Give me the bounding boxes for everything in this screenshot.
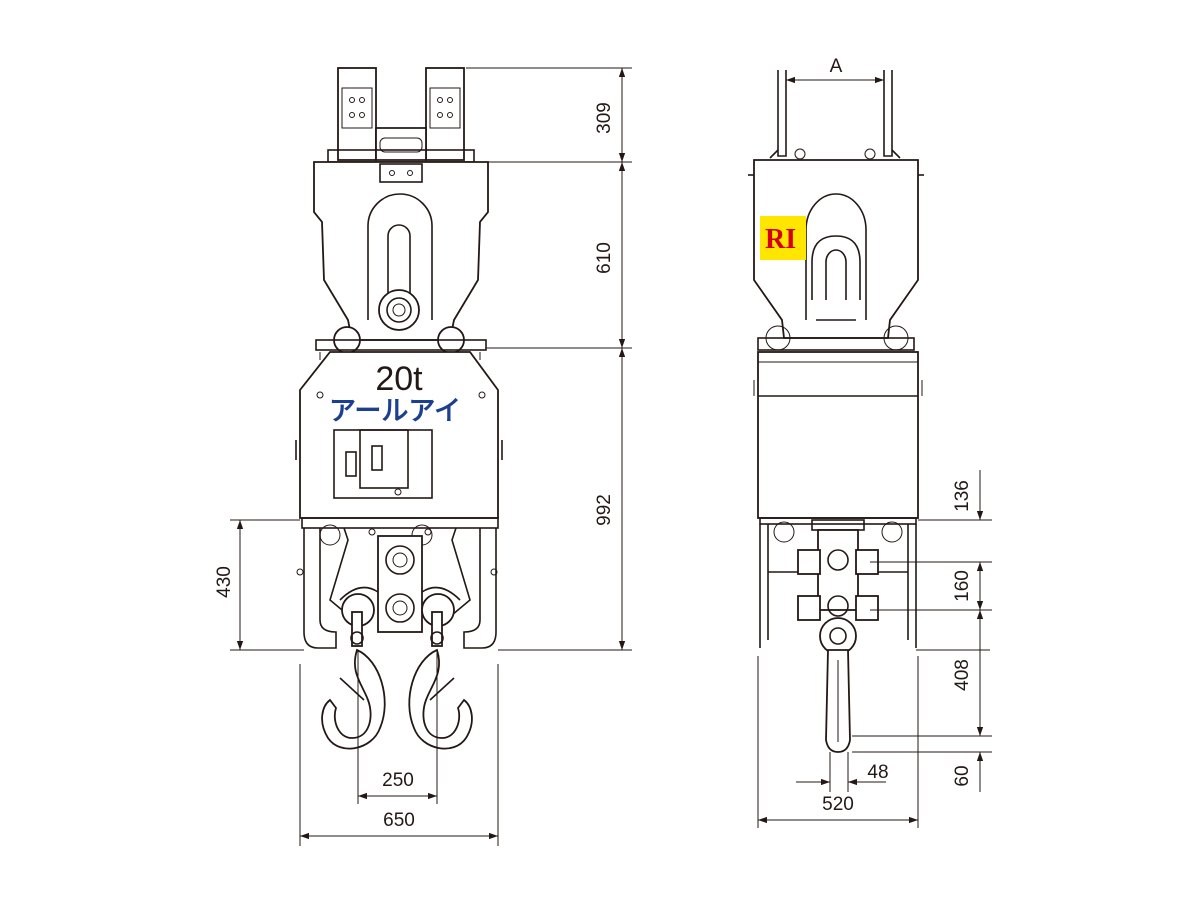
front-main-body: 20t アールアイ	[295, 351, 503, 519]
dim-hook-width: 48	[867, 762, 888, 783]
dim-top-bracket: 309	[594, 102, 615, 134]
front-dimensions: 309 610 992 430 250 650	[214, 67, 632, 846]
side-lower-frame	[759, 517, 917, 655]
dim-hook-spacing: 250	[382, 770, 414, 791]
dim-frame-bottom: 136	[952, 480, 973, 512]
front-hooks	[321, 611, 473, 750]
side-top-bracket	[769, 70, 901, 160]
side-dimensions: A 136 160 408 60 48 520	[757, 56, 992, 828]
dim-shackle-pitch: 160	[952, 570, 973, 602]
front-view: 20t アールアイ	[295, 67, 503, 750]
dim-lower-frame: 430	[214, 566, 235, 598]
ri-logo: RI	[760, 216, 806, 260]
dim-hook-drop: 408	[952, 659, 973, 691]
side-hook	[825, 649, 851, 753]
front-upper-housing	[313, 161, 489, 354]
dim-main-body: 992	[594, 494, 615, 526]
front-top-bracket	[327, 67, 475, 163]
svg-text:RI: RI	[765, 224, 796, 255]
dim-upper-body: 610	[594, 242, 615, 274]
dim-overall-width: 650	[383, 810, 415, 831]
side-main-body	[753, 351, 923, 519]
brand-label: アールアイ	[329, 396, 461, 427]
dim-hook-tip: 60	[952, 765, 973, 786]
dim-bracket-width: A	[830, 56, 843, 77]
dim-side-overall-width: 520	[822, 794, 854, 815]
front-lower-frame	[296, 517, 499, 649]
side-view: RI	[748, 70, 924, 753]
side-upper-housing	[748, 159, 924, 351]
capacity-label: 20t	[375, 360, 423, 398]
